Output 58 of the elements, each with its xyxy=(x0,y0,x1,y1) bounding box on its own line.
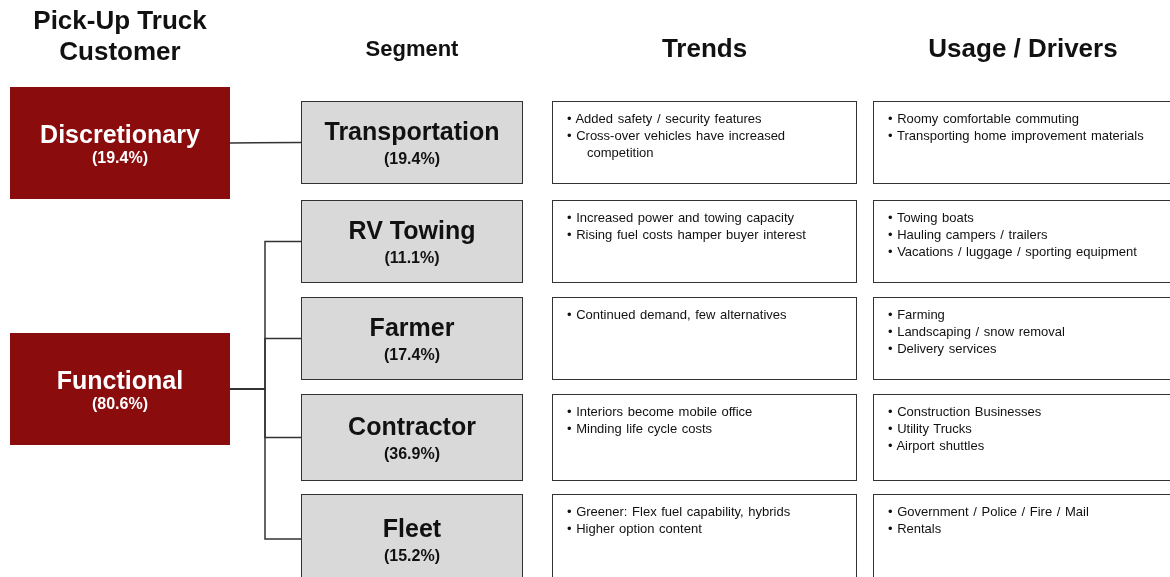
bullet-item: • Government / Police / Fire / Mail xyxy=(888,503,1090,520)
column-heading: Pick-Up Truck Customer xyxy=(32,5,208,67)
customer-type-box xyxy=(10,87,230,199)
box-title: Functional xyxy=(56,365,184,395)
bullet-list-box xyxy=(552,494,857,577)
bullet-list-box xyxy=(552,394,857,481)
column-heading: Segment xyxy=(364,36,460,62)
box-title: RV Towing xyxy=(348,216,476,245)
column-heading: Trends xyxy=(660,33,749,64)
box-title: Farmer xyxy=(369,313,455,342)
bullet-item: • Increased power and towing capacity xyxy=(567,209,796,226)
bullet-item: • Roomy comfortable commuting xyxy=(888,110,1081,127)
box-title: Fleet xyxy=(382,513,442,543)
percentage: (80.6%) xyxy=(92,394,148,413)
column-heading: Usage / Drivers xyxy=(927,33,1119,64)
percentage: (11.1%) xyxy=(384,249,440,267)
bullet-item: • Landscaping / snow removal xyxy=(888,323,1066,340)
percentage: (36.9%) xyxy=(384,445,440,463)
bullet-item: • Minding life cycle costs xyxy=(567,420,714,437)
percentage: (19.4%) xyxy=(384,150,440,168)
segment-box xyxy=(301,101,523,184)
bullet-list-box xyxy=(873,200,1170,283)
bullet-list-box xyxy=(873,297,1170,380)
bullet-item: • Utility Trucks xyxy=(888,420,973,437)
percentage: (17.4%) xyxy=(384,346,440,364)
bullet-list-box xyxy=(873,394,1170,481)
box-title: Discretionary xyxy=(40,119,200,149)
bullet-list-box xyxy=(873,494,1170,577)
bullet-item: • Cross-over vehicles have increased competition xyxy=(567,127,787,161)
bullet-item: • Vacations / luggage / sporting equipment xyxy=(888,243,1138,260)
bullet-list-box xyxy=(552,101,857,184)
bullet-item: • Transporting home improvement materials xyxy=(888,127,1145,144)
bullet-item: • Added safety / security features xyxy=(567,110,763,127)
segment-box xyxy=(301,297,523,380)
bullet-item: • Delivery services xyxy=(888,340,998,357)
bullet-list-box xyxy=(552,297,857,380)
bullet-item: • Towing boats xyxy=(888,209,975,226)
bullet-list-box xyxy=(873,101,1170,184)
bullet-item: • Farming xyxy=(888,306,946,323)
bullet-item: • Airport shuttles xyxy=(888,437,986,454)
box-title: Transportation xyxy=(324,117,500,146)
segment-box xyxy=(301,200,523,283)
bullet-item: • Rising fuel costs hamper buyer interest xyxy=(567,226,807,243)
bullet-item: • Interiors become mobile office xyxy=(567,403,754,420)
bullet-item: • Hauling campers / trailers xyxy=(888,226,1049,243)
segment-box xyxy=(301,394,523,481)
percentage: (15.2%) xyxy=(384,546,440,565)
box-title: Contractor xyxy=(348,412,476,441)
bullet-list-box xyxy=(552,200,857,283)
bullet-item: • Rentals xyxy=(888,520,943,537)
bullet-item: • Greener: Flex fuel capability, hybrids xyxy=(567,503,792,520)
bullet-item: • Continued demand, few alternatives xyxy=(567,306,788,323)
connector-line xyxy=(229,141,302,144)
percentage: (19.4%) xyxy=(92,148,148,167)
bullet-item: • Construction Businesses xyxy=(888,403,1043,420)
bullet-item: • Higher option content xyxy=(567,520,703,537)
segment-box xyxy=(301,494,523,577)
customer-type-box xyxy=(10,333,230,445)
